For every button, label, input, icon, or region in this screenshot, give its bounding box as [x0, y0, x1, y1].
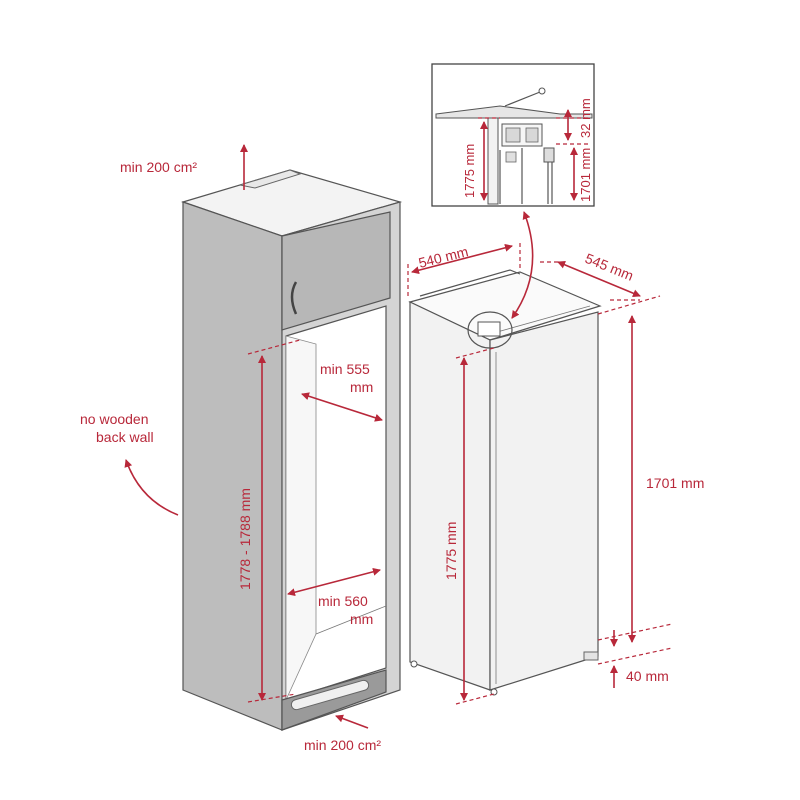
top-vent-label: min 200 cm²: [120, 159, 197, 175]
cabinet-upper-door: [281, 211, 391, 331]
hinge-detail-inset: 1775 mm 32 mm 1701 mm: [431, 63, 595, 207]
appliance-depth-label: 545 mm: [583, 250, 636, 284]
fridge-appliance: [408, 269, 602, 696]
detail-gap-label: 32 mm: [578, 98, 593, 138]
hinge-detail-marker: [467, 311, 513, 349]
door-height-label: 1701 mm: [646, 475, 704, 491]
appliance-height-label: 1775 mm: [443, 522, 459, 580]
niche-width-bottom-label-1: min 560: [318, 593, 368, 609]
niche-width-top-label-2: mm: [350, 379, 373, 395]
plinth-vent-slot: [290, 679, 370, 711]
cabinet-annotations: min 200 cm² min 200 cm² no wooden back w…: [80, 144, 383, 753]
fridge-door: [489, 311, 599, 691]
niche-width-top-label-1: min 555: [320, 361, 370, 377]
cabinet-top-vent: [239, 169, 302, 189]
detail-door-label: 1701 mm: [578, 148, 593, 202]
appliance-width-label: 540 mm: [417, 243, 470, 271]
detail-height-label: 1775 mm: [462, 144, 477, 198]
fridge-side-panel: [409, 301, 491, 691]
door-handle: [290, 281, 298, 315]
no-back-wall-label-1: no wooden: [80, 411, 149, 427]
niche-width-bottom-label-2: mm: [350, 611, 373, 627]
bottom-gap-label: 40 mm: [626, 668, 669, 684]
niche-height-label: 1778 - 1788 mm: [237, 488, 253, 590]
no-back-wall-label-2: back wall: [96, 429, 154, 445]
kitchen-cabinet: [181, 169, 403, 731]
cabinet-side-panel: [182, 201, 283, 731]
bottom-vent-label: min 200 cm²: [304, 737, 381, 753]
